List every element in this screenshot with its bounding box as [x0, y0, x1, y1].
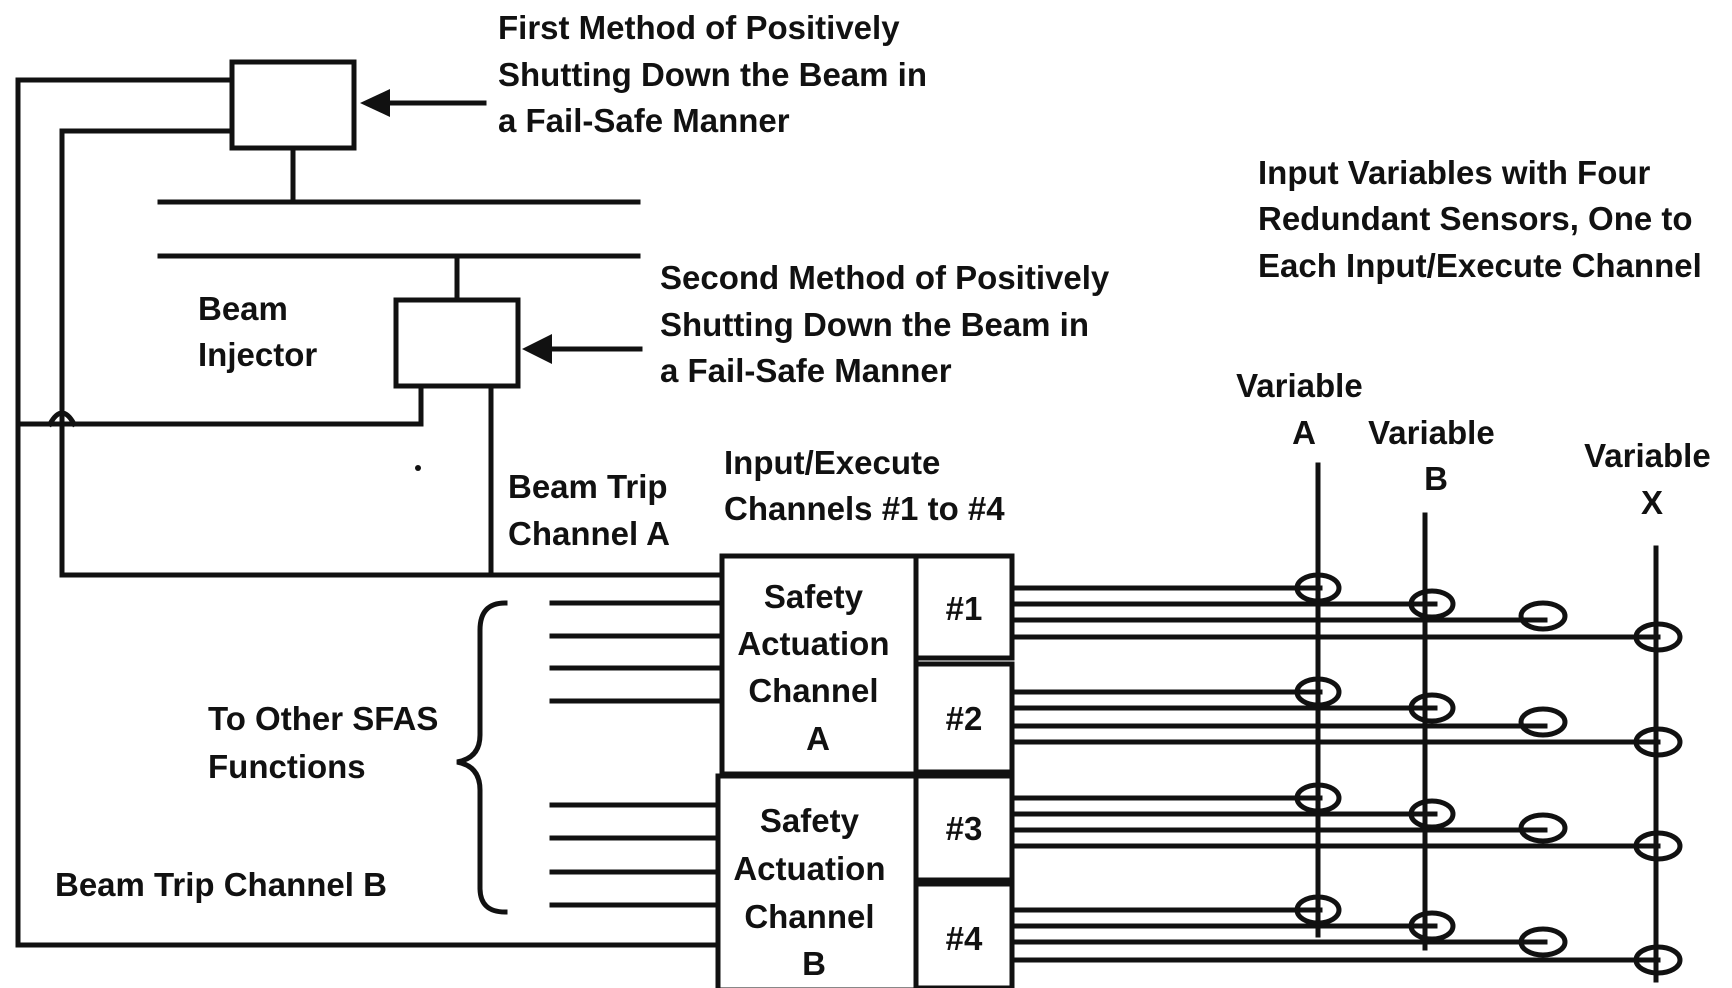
sfas-function-lines	[549, 600, 725, 908]
beam-trip-channel-a-label: Beam Trip Channel A	[508, 468, 677, 552]
channel-number-4: #4	[946, 920, 983, 957]
channel-a-label: Safety Actuation Channel A	[737, 578, 898, 757]
first-method-label: First Method of Positively Shutting Down…	[498, 9, 936, 139]
first-method-arrow	[360, 89, 487, 117]
beam-trip-channel-b-label: Beam Trip Channel B	[55, 866, 387, 903]
channel-4-box	[913, 881, 1015, 988]
channel-number-2: #2	[946, 700, 983, 737]
variable-a-label: Variable A	[1236, 367, 1372, 451]
channel-b-label: Safety Actuation Channel B	[733, 802, 894, 982]
unlabeled-sensor-column	[1518, 600, 1568, 958]
trip-wiring	[15, 77, 725, 948]
sfas-brace	[456, 600, 508, 915]
variable-x-label: Variable X	[1584, 437, 1720, 521]
second-method-label: Second Method of Positively Shutting Dow…	[660, 259, 1118, 389]
second-method-arrow	[522, 334, 643, 364]
second-shutdown-device	[393, 297, 521, 389]
beam-injector-label: Beam Injector	[198, 290, 317, 373]
first-shutdown-device	[229, 59, 357, 151]
channel-number-1: #1	[946, 590, 983, 627]
safety-actuation-channel-a-box	[719, 553, 919, 777]
to-other-sfas-label: To Other SFAS Functions	[208, 700, 448, 785]
input-variables-label: Input Variables with Four Redundant Sens…	[1258, 154, 1702, 284]
variable-b-column	[1408, 512, 1456, 951]
sensor-lines	[1009, 585, 1661, 963]
input-execute-label: Input/Execute Channels #1 to #4	[724, 444, 1005, 527]
variable-b-label: Variable B	[1368, 414, 1504, 497]
beam-injector-lines	[157, 145, 641, 303]
channel-2-box	[913, 661, 1015, 775]
channel-number-3: #3	[946, 810, 983, 847]
variable-a-column	[1294, 462, 1342, 938]
variable-x-column	[1633, 545, 1683, 983]
channel-1-box	[913, 553, 1015, 661]
